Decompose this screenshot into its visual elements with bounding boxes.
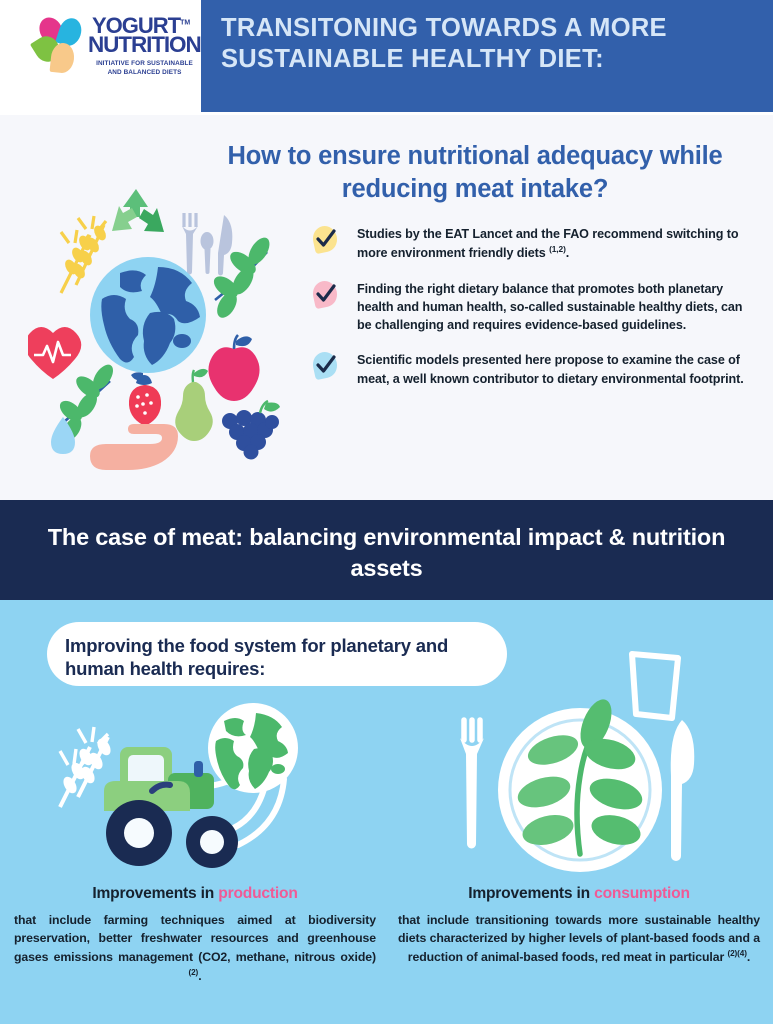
fork-icon — [460, 717, 484, 849]
question-section: How to ensure nutritional adequacy while… — [0, 115, 773, 500]
plate-illustration-svg — [460, 651, 695, 872]
production-heading-accent: production — [218, 885, 298, 902]
check-glyph — [316, 284, 336, 302]
checkmark-icon — [310, 278, 340, 309]
strawberry-icon — [128, 372, 162, 426]
bullet-item: Finding the right dietary balance that p… — [310, 278, 753, 335]
grapes-icon — [222, 399, 280, 460]
consumption-body: that include transitioning towards more … — [398, 911, 760, 967]
bullet-text-main: Studies by the EAT Lancet and the FAO re… — [357, 227, 739, 261]
leaf-branch-icon — [213, 237, 270, 318]
tractor-illustration-svg — [58, 703, 298, 868]
consumption-heading-accent: consumption — [594, 885, 690, 902]
logo-tagline: INITIATIVE FOR SUSTAINABLE AND BALANCED … — [96, 60, 193, 77]
bullet-footnote: (1,2) — [549, 244, 566, 255]
bullet-text: Scientific models presented here propose… — [357, 353, 744, 386]
header-title-wrap: TRANSITONING TOWARDS A MORE SUSTAINABLE … — [201, 0, 773, 112]
cutlery-icon — [182, 213, 233, 276]
food-system-pill-text: Improving the food system for planetary … — [65, 635, 449, 680]
water-drop-icon — [51, 417, 75, 454]
checkmark-icon — [310, 350, 340, 381]
logo-word-yogurt: YOGURTTM — [92, 15, 190, 37]
tractor-icon — [104, 747, 238, 868]
apple-icon — [208, 334, 260, 401]
yogurt-nutrition-logo: YOGURTTM NUTRITION INITIATIVE FOR SUSTAI… — [29, 13, 202, 88]
food-system-pill: Improving the food system for planetary … — [47, 622, 507, 686]
production-heading: Improvements in production — [14, 885, 376, 904]
checkmark-icon — [310, 223, 340, 255]
knife-icon — [670, 720, 695, 861]
header-band — [201, 0, 773, 112]
recycle-icon — [112, 189, 164, 232]
sustainable-food-illustration — [28, 185, 303, 485]
consumption-trailing: . — [746, 950, 751, 965]
globe-icon — [208, 703, 298, 793]
consumption-column: Improvements in consumption that include… — [398, 885, 760, 967]
bullet-text: Finding the right dietary balance that p… — [357, 281, 743, 333]
production-column: Improvements in production that include … — [14, 885, 376, 986]
food-illustration-svg — [28, 189, 280, 470]
bullet-text: Studies by the EAT Lancet and the FAO re… — [357, 227, 739, 261]
logo-word1-text: YOGURT — [92, 13, 181, 38]
logo-petals-icon — [29, 13, 90, 79]
meat-case-banner: The case of meat: balancing environmenta… — [0, 500, 773, 600]
globe-icon — [90, 257, 206, 373]
leaf-branch-icon — [57, 364, 113, 441]
banner-title: The case of meat: balancing environmenta… — [47, 524, 726, 582]
wheat-icon — [58, 726, 111, 808]
consumption-footnote: (2)(4) — [727, 949, 747, 959]
production-body: that include farming techniques aimed at… — [14, 911, 376, 986]
heart-rate-icon — [28, 327, 82, 379]
consumption-body-text: that include transitioning towards more … — [398, 912, 760, 965]
plate-plant-illustration — [420, 642, 730, 882]
food-system-section: Improving the food system for planetary … — [0, 600, 773, 1024]
production-heading-prefix: Improvements in — [92, 885, 219, 902]
production-footnote: (2) — [188, 967, 199, 977]
bullet-trailing: . — [565, 246, 570, 261]
production-body-text: that include farming techniques aimed at… — [14, 912, 376, 965]
page-header: YOGURTTM NUTRITION INITIATIVE FOR SUSTAI… — [0, 0, 773, 115]
logo-trademark: TM — [180, 19, 191, 27]
consumption-heading: Improvements in consumption — [398, 885, 760, 904]
consumption-heading-prefix: Improvements in — [468, 885, 595, 902]
plant-sprig-icon — [517, 699, 643, 857]
wheat-icon — [59, 215, 108, 294]
bullet-list: Studies by the EAT Lancet and the FAO re… — [310, 223, 753, 405]
hand-icon — [90, 424, 178, 470]
bullet-item: Studies by the EAT Lancet and the FAO re… — [310, 223, 753, 263]
production-trailing: . — [198, 968, 202, 983]
glass-icon — [629, 651, 681, 721]
pear-icon — [175, 368, 213, 441]
page-title: TRANSITONING TOWARDS A MORE SUSTAINABLE … — [221, 14, 667, 73]
check-glyph — [316, 355, 336, 374]
logo-word-nutrition: NUTRITION — [88, 32, 202, 57]
check-glyph — [316, 229, 336, 247]
tractor-globe-illustration — [42, 695, 342, 880]
question-title: How to ensure nutritional adequacy while… — [227, 142, 723, 203]
bullet-item: Scientific models presented here propose… — [310, 350, 753, 388]
